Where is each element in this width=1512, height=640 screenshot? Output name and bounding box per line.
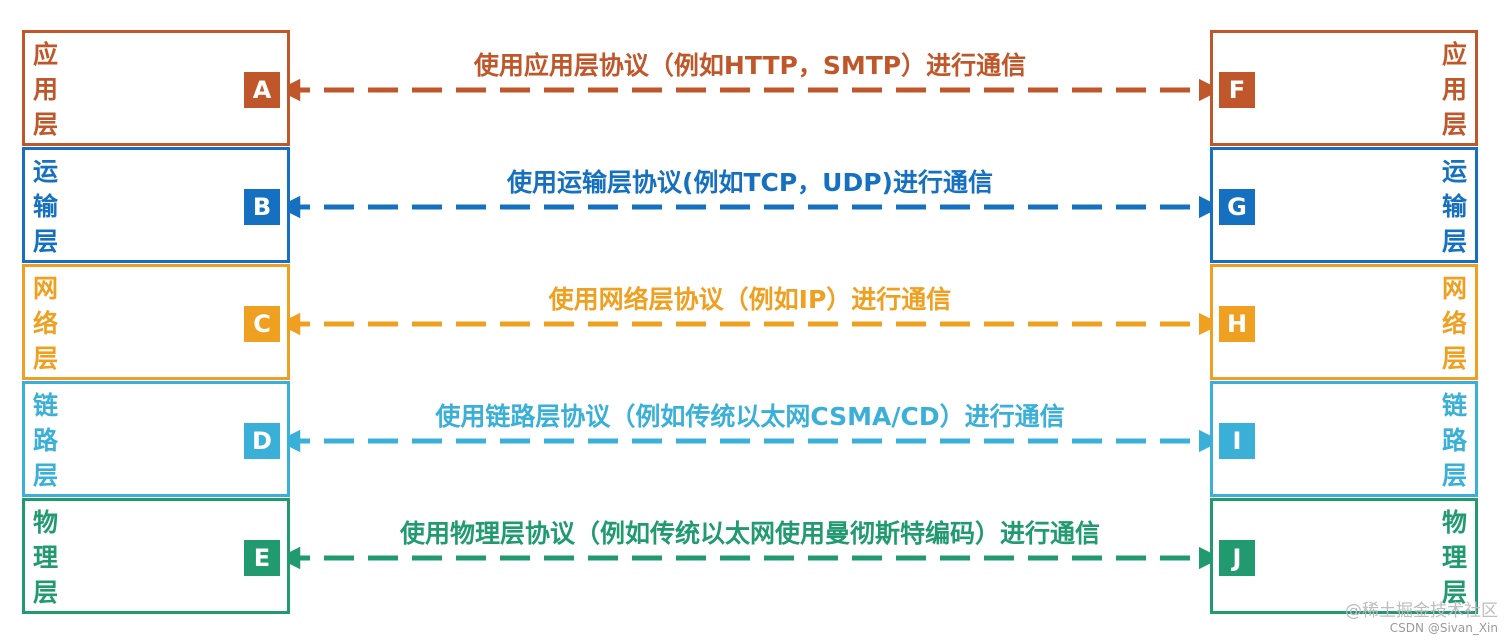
layer-char: 理 — [33, 543, 59, 572]
right-badge-app: F — [1219, 72, 1255, 108]
layer-char: 层 — [1441, 344, 1467, 373]
layer-char: 层 — [1441, 110, 1467, 139]
left-layer-label: 链路层 — [33, 388, 58, 493]
layer-char: 输 — [33, 192, 59, 221]
layer-char: 用 — [1441, 75, 1467, 104]
layer-char: 层 — [33, 110, 59, 139]
protocol-label-physical: 使用物理层协议（例如传统以太网使用曼彻斯特编码）进行通信 — [399, 519, 1100, 548]
left-layer-label: 应用层 — [33, 37, 58, 142]
left-badge-network: C — [244, 306, 280, 342]
layer-char: 路 — [33, 426, 59, 455]
left-badge-transport: B — [244, 189, 280, 225]
layer-char: 物 — [33, 508, 59, 537]
right-layer-label: 运输层 — [1442, 154, 1467, 259]
watermark: @稀土掘金技术社区 CSDN @Sivan_Xin — [1345, 601, 1498, 636]
left-box-app: 应用层 — [22, 30, 290, 146]
layer-char: 网 — [1441, 274, 1467, 303]
right-badge-physical: J — [1219, 540, 1255, 576]
layer-char: 络 — [33, 309, 59, 338]
layer-char: 理 — [1441, 543, 1467, 572]
protocol-label-transport: 使用运输层协议(例如TCP，UDP)进行通信 — [507, 168, 993, 197]
layer-char: 用 — [33, 75, 59, 104]
watermark-csdn: CSDN @Sivan_Xin — [1389, 621, 1498, 635]
layer-char: 物 — [1441, 508, 1467, 537]
layer-char: 输 — [1441, 192, 1467, 221]
layer-char: 链 — [33, 391, 59, 420]
left-layer-label: 网络层 — [33, 271, 58, 376]
right-box-link: 链路层 — [1210, 381, 1478, 497]
right-layer-label: 链路层 — [1442, 388, 1467, 493]
left-badge-physical: E — [244, 540, 280, 576]
layer-char: 链 — [1441, 391, 1467, 420]
left-badge-link: D — [244, 423, 280, 459]
layer-char: 运 — [33, 157, 59, 186]
right-badge-network: H — [1219, 306, 1255, 342]
right-layer-label: 应用层 — [1442, 37, 1467, 142]
protocol-label-link: 使用链路层协议（例如传统以太网CSMA/CD）进行通信 — [435, 402, 1065, 431]
layer-char: 运 — [1441, 157, 1467, 186]
right-layer-label: 物理层 — [1442, 505, 1467, 610]
layer-char: 应 — [33, 40, 59, 69]
watermark-juejin: @稀土掘金技术社区 — [1345, 601, 1498, 621]
left-badge-app: A — [244, 72, 280, 108]
protocol-label-network: 使用网络层协议（例如IP）进行通信 — [548, 285, 952, 314]
right-box-app: 应用层 — [1210, 30, 1478, 146]
protocol-label-app: 使用应用层协议（例如HTTP，SMTP）进行通信 — [473, 51, 1027, 80]
left-layer-label: 物理层 — [33, 505, 58, 610]
right-box-physical: 物理层 — [1210, 498, 1478, 614]
layer-char: 层 — [1441, 227, 1467, 256]
right-badge-transport: G — [1219, 189, 1255, 225]
layer-char: 应 — [1441, 40, 1467, 69]
layer-char: 层 — [1441, 461, 1467, 490]
layer-char: 层 — [1441, 578, 1467, 607]
layer-char: 层 — [33, 578, 59, 607]
layer-char: 路 — [1441, 426, 1467, 455]
right-badge-link: I — [1219, 423, 1255, 459]
layer-char: 层 — [33, 227, 59, 256]
right-layer-label: 网络层 — [1442, 271, 1467, 376]
layer-char: 络 — [1441, 309, 1467, 338]
layer-char: 层 — [33, 344, 59, 373]
left-layer-label: 运输层 — [33, 154, 58, 259]
layer-char: 层 — [33, 461, 59, 490]
layer-char: 网 — [33, 274, 59, 303]
